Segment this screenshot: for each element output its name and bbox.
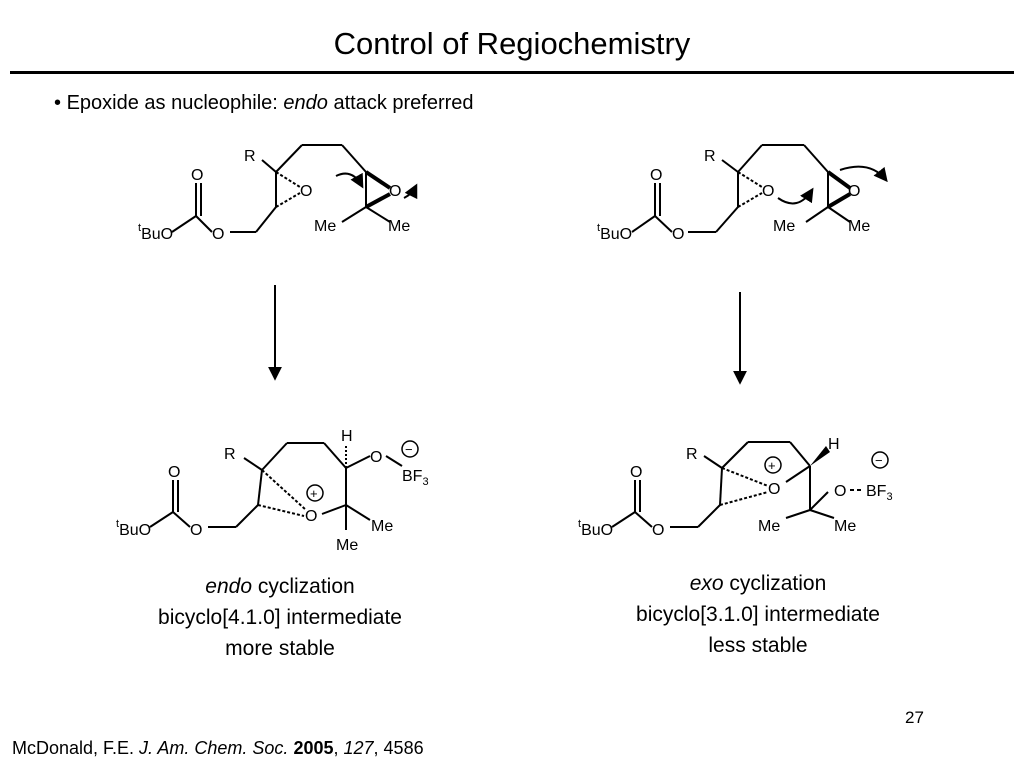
product-exo xyxy=(611,441,889,528)
product-endo-labels: tBuO O O R O + H O BF3 − Me Me xyxy=(116,428,429,554)
negative-charge: − xyxy=(875,453,883,468)
citation-journal: J. Am. Chem. Soc. xyxy=(139,738,289,758)
methyl-label: Me xyxy=(314,218,336,235)
bullet-suffix: attack preferred xyxy=(327,92,474,114)
epoxide-o: O xyxy=(848,183,860,200)
caption-line2: bicyclo[4.1.0] intermediate xyxy=(158,606,402,629)
caption-line: endo cyclization xyxy=(130,571,430,602)
oxonium-o: O xyxy=(305,508,317,525)
epoxide-o: O xyxy=(389,183,401,200)
alkoxide-o: O xyxy=(370,449,382,466)
citation-sep: , xyxy=(333,738,344,758)
caption-line2: bicyclo[3.1.0] intermediate xyxy=(636,603,880,626)
epoxide-o: O xyxy=(300,183,312,200)
citation: McDonald, F.E. J. Am. Chem. Soc. 2005, 1… xyxy=(12,738,424,759)
r-group: R xyxy=(224,446,236,463)
methyl-label: Me xyxy=(848,218,870,235)
methyl-label: Me xyxy=(834,518,856,535)
oxonium-o: O xyxy=(768,481,780,498)
tbu-label: tBuO xyxy=(116,518,151,539)
ester-o: O xyxy=(212,226,224,243)
tbu-label: tBuO xyxy=(597,222,632,243)
tbu-label: tBuO xyxy=(578,518,613,539)
bullet-emphasis: endo xyxy=(283,92,328,114)
substrate-left xyxy=(171,144,418,233)
epoxide-o: O xyxy=(762,183,774,200)
substrate-right xyxy=(631,144,888,233)
positive-charge: + xyxy=(310,486,318,501)
methyl-label: Me xyxy=(773,218,795,235)
citation-pages: , 4586 xyxy=(373,738,424,758)
negative-charge: − xyxy=(405,442,413,457)
r-group: R xyxy=(686,446,698,463)
caption-endo: endo cyclization bicyclo[4.1.0] intermed… xyxy=(130,571,430,664)
bf3-label: BF3 xyxy=(402,468,429,488)
ester-o: O xyxy=(652,522,664,539)
caption-line3: more stable xyxy=(225,637,335,660)
bullet-marker: • xyxy=(54,92,62,114)
product-endo xyxy=(149,440,419,530)
hydrogen-label: H xyxy=(828,436,840,453)
product-exo-labels: tBuO O O R O + H O BF3 − Me Me xyxy=(578,436,893,539)
ester-o: O xyxy=(190,522,202,539)
citation-year: 2005 xyxy=(293,738,334,758)
substrate-right-labels: tBuO O O R O O Me Me xyxy=(597,148,870,243)
hydrogen-label: H xyxy=(341,428,353,445)
methyl-label: Me xyxy=(336,537,358,554)
caption-exo: exo cyclization bicyclo[3.1.0] intermedi… xyxy=(598,568,918,661)
title-underline xyxy=(10,71,1014,74)
methyl-label: Me xyxy=(371,518,393,535)
caption-line1-rest: cyclization xyxy=(723,572,827,595)
caption-emphasis: exo xyxy=(689,572,724,595)
citation-volume: 127 xyxy=(343,738,374,758)
substrate-left-labels: tBuO O O R O O Me Me xyxy=(138,148,410,243)
methyl-label: Me xyxy=(388,218,410,235)
caption-line1-rest: cyclization xyxy=(252,575,355,598)
r-group: R xyxy=(244,148,256,165)
carbonyl-o: O xyxy=(630,464,642,481)
caption-line3: less stable xyxy=(708,634,808,657)
alkoxide-o: O xyxy=(834,483,846,500)
bf3-label: BF3 xyxy=(866,483,893,503)
carbonyl-o: O xyxy=(168,464,180,481)
page-number: 27 xyxy=(905,708,924,727)
slide-title: Control of Regiochemistry xyxy=(333,26,691,61)
ester-o: O xyxy=(672,226,684,243)
r-group: R xyxy=(704,148,716,165)
positive-charge: + xyxy=(768,458,776,473)
bullet-point: • Epoxide as nucleophile: endo attack pr… xyxy=(54,92,474,115)
wedge-bond xyxy=(810,446,830,466)
tbu-label: tBuO xyxy=(138,222,173,243)
carbonyl-o: O xyxy=(191,167,203,184)
methyl-label: Me xyxy=(758,518,780,535)
bullet-prefix: Epoxide as nucleophile: xyxy=(66,92,284,114)
carbonyl-o: O xyxy=(650,167,662,184)
caption-line: exo cyclization xyxy=(598,568,918,599)
citation-authors: McDonald, F.E. xyxy=(12,738,140,758)
caption-emphasis: endo xyxy=(205,575,252,598)
